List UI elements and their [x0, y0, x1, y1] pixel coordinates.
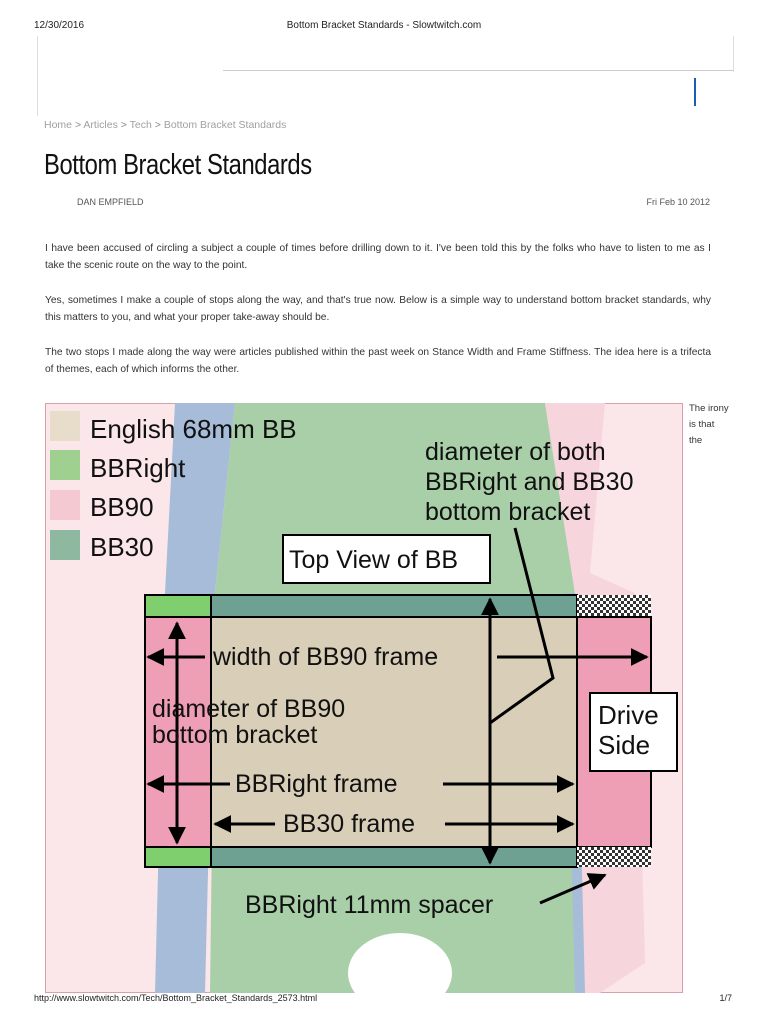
- breadcrumb-home[interactable]: Home: [44, 119, 73, 131]
- legend-swatch-bb90: [50, 490, 80, 520]
- legend-swatch-bbright: [50, 450, 80, 480]
- site-header-area: [37, 36, 734, 116]
- band-top-spacer: [577, 595, 651, 617]
- print-footer: http://www.slowtwitch.com/Tech/Bottom_Br…: [0, 991, 768, 1011]
- header-divider-top: [223, 70, 734, 71]
- pointer-diameter-both: [489, 527, 555, 725]
- top-view-box: [282, 534, 491, 584]
- band-bottom-bbright: [144, 846, 212, 868]
- header-divider-right: [733, 36, 734, 72]
- article-paragraph-1: I have been accused of circling a subjec…: [45, 243, 711, 271]
- label-spacer: BBRight 11mm spacer: [245, 891, 493, 919]
- page-title: Bottom Bracket Standards: [44, 149, 312, 181]
- frame-cutout: [348, 933, 452, 993]
- pointer-spacer: [539, 873, 607, 905]
- breadcrumb-separator: >: [120, 119, 127, 131]
- print-page-title: Bottom Bracket Standards - Slowtwitch.co…: [286, 20, 482, 31]
- label-drive-side-2: Side: [598, 730, 650, 760]
- legend-label-bb90: BB90: [90, 492, 154, 522]
- drive-side-box: [589, 692, 678, 772]
- print-url: http://www.slowtwitch.com/Tech/Bottom_Br…: [34, 993, 318, 1003]
- breadcrumb-tech[interactable]: Tech: [129, 119, 152, 131]
- diagram-svg: English 68mm BB BBRight BB90 BB30 diamet…: [45, 403, 683, 993]
- breadcrumb-separator: >: [74, 119, 82, 131]
- publish-date: Fri Feb 10 2012: [646, 197, 710, 207]
- breadcrumb: Home > Articles > Tech > Bottom Bracket …: [44, 119, 286, 131]
- legend-swatch-english: [50, 411, 80, 441]
- author-name[interactable]: DAN EMPFIELD: [77, 197, 144, 207]
- label-diameter-both-1: diameter of both: [425, 438, 606, 466]
- label-bb30-frame: BB30 frame: [283, 810, 415, 838]
- search-cursor[interactable]: [694, 78, 696, 106]
- label-diameter-bb90-2: bottom bracket: [152, 721, 317, 749]
- breadcrumb-current[interactable]: Bottom Bracket Standards: [163, 119, 287, 131]
- label-bbright-frame: BBRight frame: [235, 770, 398, 798]
- print-page-number: 1/7: [719, 993, 732, 1003]
- bottom-bracket-diagram: English 68mm BB BBRight BB90 BB30 diamet…: [45, 403, 683, 993]
- label-diameter-bb90-1: diameter of BB90: [152, 695, 345, 723]
- label-top-view: Top View of BB: [289, 546, 458, 574]
- header-divider-left: [37, 36, 38, 116]
- legend-label-english: English 68mm BB: [90, 414, 297, 444]
- legend-label-bbright: BBRight: [90, 453, 186, 483]
- band-bottom-spacer: [577, 847, 651, 867]
- breadcrumb-separator: >: [154, 119, 161, 131]
- breadcrumb-articles[interactable]: Articles: [83, 119, 118, 131]
- label-diameter-both-2: BBRight and BB30: [425, 468, 633, 496]
- legend-label-bb30: BB30: [90, 532, 154, 562]
- print-date: 12/30/2016: [34, 20, 85, 31]
- article-paragraph-3: The two stops I made along the way were …: [45, 347, 711, 375]
- band-top-bbright: [144, 594, 212, 618]
- label-diameter-both-3: bottom bracket: [425, 498, 590, 526]
- band-bottom-bb30: [210, 846, 578, 868]
- label-width-bb90: width of BB90 frame: [212, 643, 438, 671]
- article-paragraph-2: Yes, sometimes I make a couple of stops …: [45, 295, 711, 323]
- label-drive-side-1: Drive: [598, 700, 659, 730]
- print-header: 12/30/2016 Bottom Bracket Standards - Sl…: [0, 0, 768, 32]
- legend-swatch-bb30: [50, 530, 80, 560]
- band-top-bb30: [210, 594, 578, 618]
- article-side-text: The irony is that the: [689, 403, 729, 446]
